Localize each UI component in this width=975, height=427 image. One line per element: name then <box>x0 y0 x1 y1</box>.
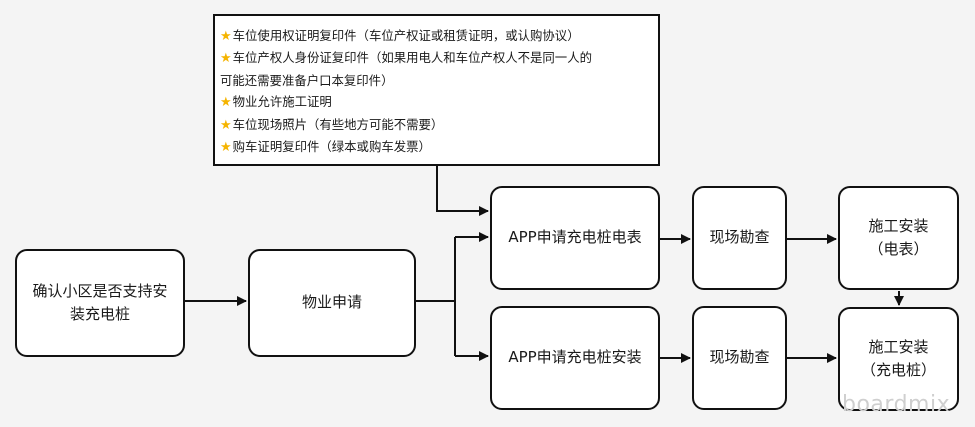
note-line: ★车位现场照片（有些地方可能不需要） <box>220 116 444 133</box>
star-icon: ★ <box>220 29 232 44</box>
node-label: APP申请充电桩电表 <box>508 228 642 247</box>
note-line: 可能还需要准备户口本复印件） <box>220 72 394 88</box>
node-label: 物业申请 <box>301 293 362 312</box>
star-icon: ★ <box>220 117 232 133</box>
node-install-pile[interactable]: 施工安装 （充电桩） <box>838 307 959 411</box>
node-label: 装充电桩 <box>69 305 130 323</box>
node-label: 施工安装 <box>868 337 929 356</box>
arrow-note-to-app-meter <box>436 166 489 216</box>
node-property-application[interactable]: 物业申请 <box>248 249 416 357</box>
star-icon: ★ <box>220 51 232 67</box>
node-label: 施工安装 <box>868 216 929 235</box>
note-line: ★物业允许施工证明 <box>220 94 332 111</box>
watermark-logo: boardmix <box>842 392 951 417</box>
node-install-meter[interactable]: 施工安装 （电表） <box>838 186 959 290</box>
star-icon: ★ <box>220 95 232 111</box>
node-survey-meter[interactable]: 现场勘查 <box>692 186 787 290</box>
node-label: APP申请充电桩安装 <box>508 348 642 367</box>
note-line: ★购车证明复印件（绿本或购车发票） <box>220 139 431 156</box>
star-icon: ★ <box>220 140 232 156</box>
node-label: 现场勘查 <box>709 228 770 247</box>
node-label: 确认小区是否支持安 <box>32 281 168 300</box>
requirements-note: ★车位使用权证明复印件（车位产权证或租赁证明，或认购协议） ★车位产权人身份证复… <box>213 14 660 166</box>
node-label: （充电桩） <box>860 361 936 379</box>
note-line: ★车位产权人身份证复印件（如果用电人和车位产权人不是同一人的 <box>220 50 592 67</box>
node-app-meter-application[interactable]: APP申请充电桩电表 <box>490 186 660 290</box>
node-label: 现场勘查 <box>709 348 770 367</box>
arrow-property-branch <box>416 237 456 356</box>
node-survey-install[interactable]: 现场勘查 <box>692 306 787 410</box>
node-app-install-application[interactable]: APP申请充电桩安装 <box>490 306 660 410</box>
note-line: ★车位使用权证明复印件（车位产权证或租赁证明，或认购协议） <box>220 28 580 44</box>
node-label: （电表） <box>868 240 929 258</box>
node-confirm-community[interactable]: 确认小区是否支持安 装充电桩 <box>15 249 185 357</box>
